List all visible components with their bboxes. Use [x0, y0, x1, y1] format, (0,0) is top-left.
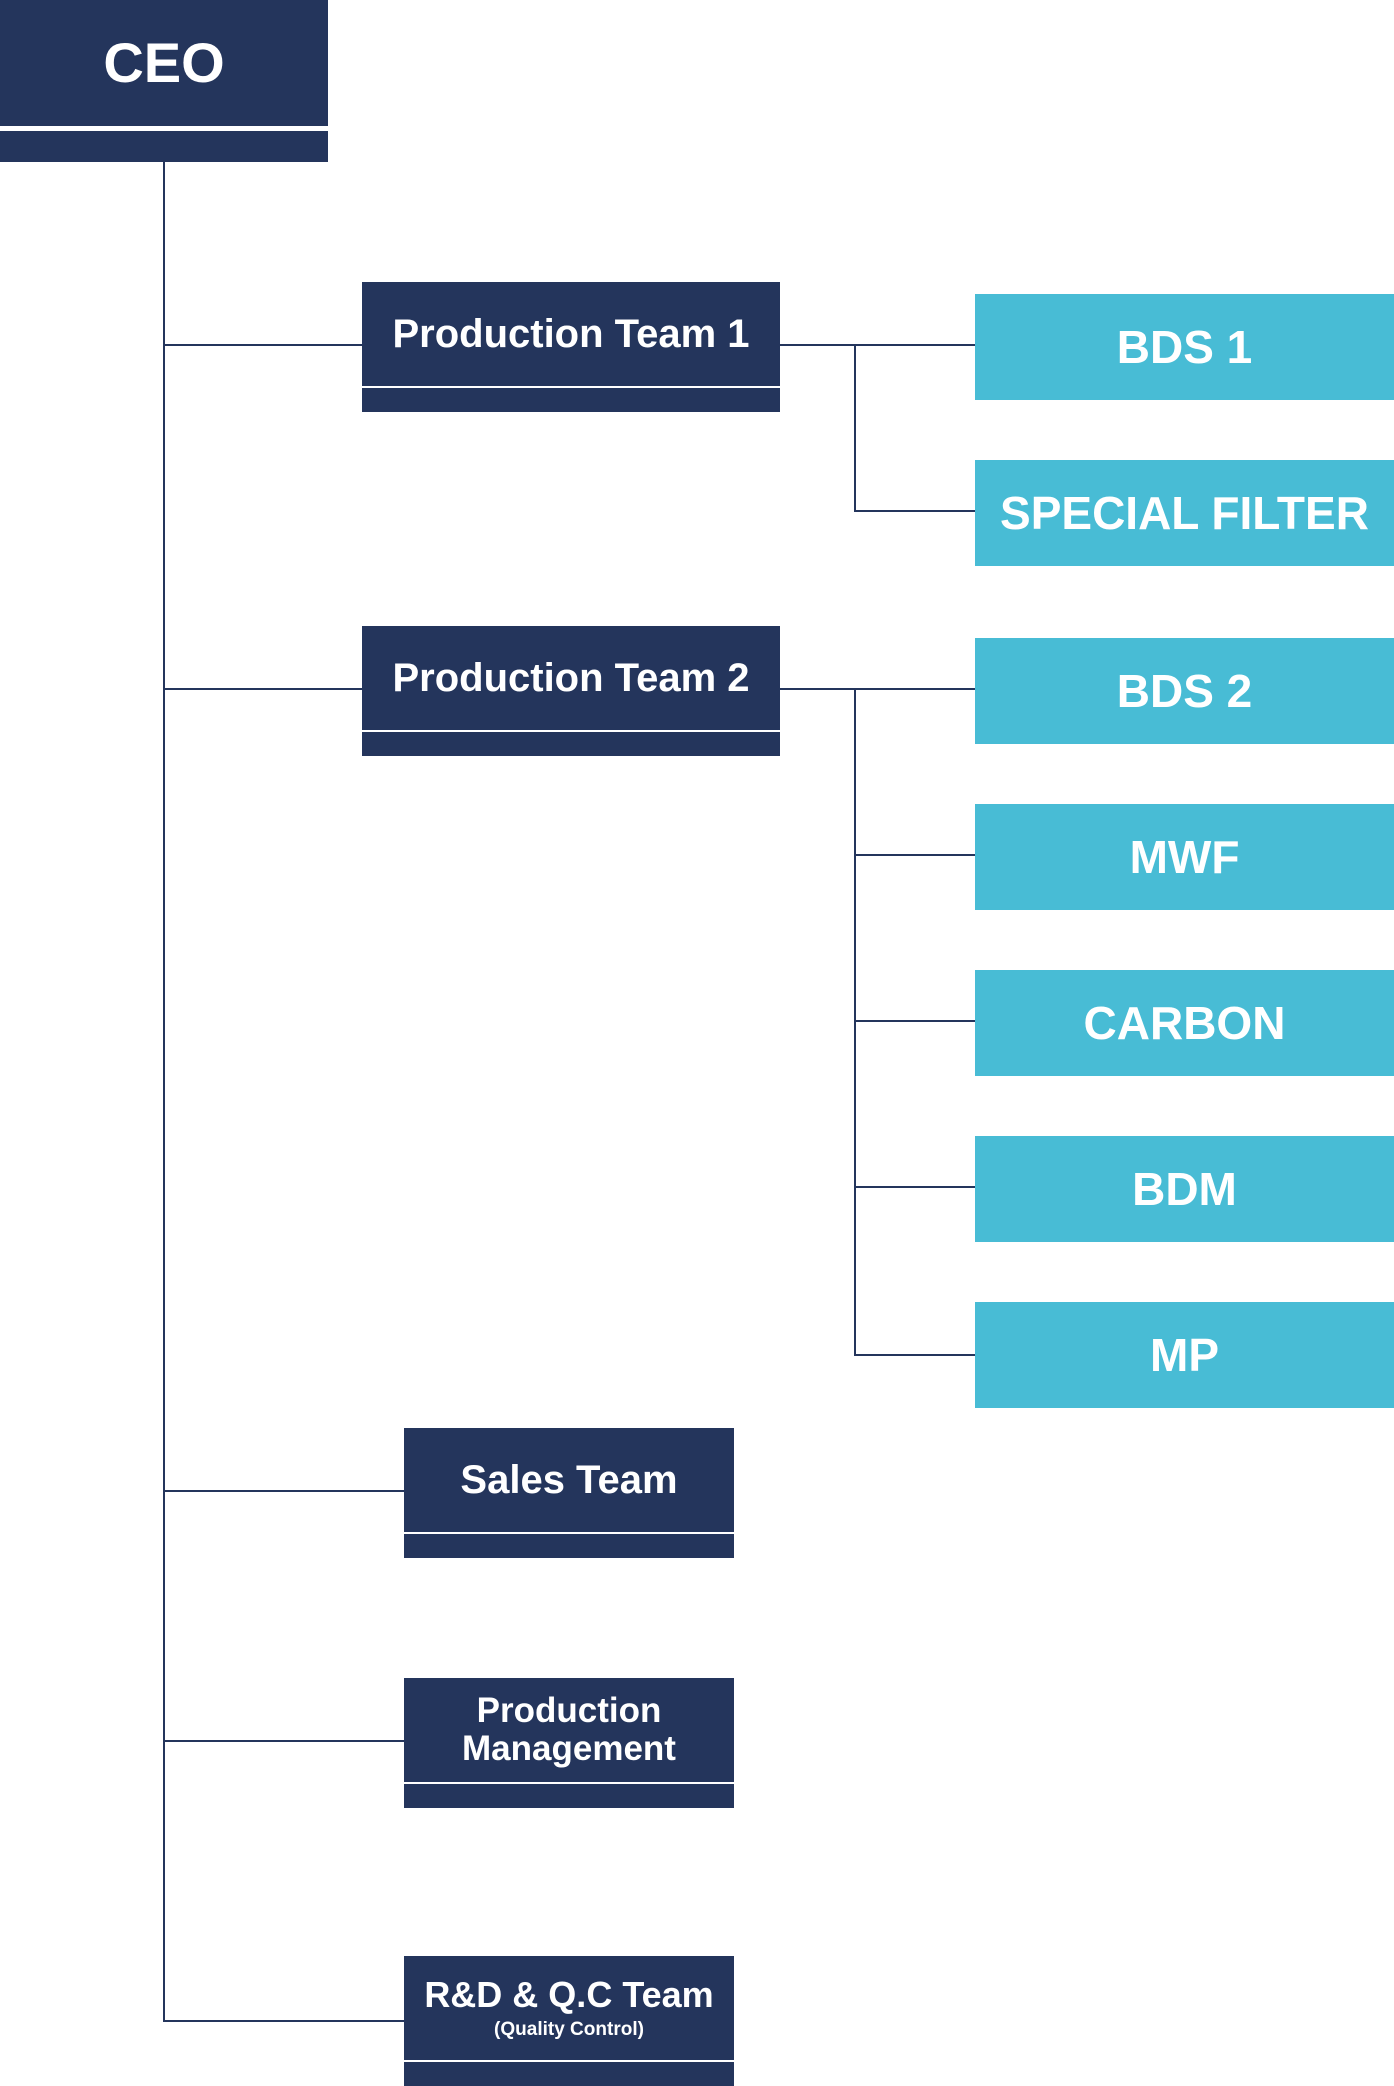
connector-mp	[854, 1354, 976, 1356]
unit-mwf-label: MWF	[1129, 831, 1240, 883]
team2-branch-line	[854, 688, 856, 1356]
team1-branch-line	[854, 344, 856, 512]
rnd-qc-team-box: R&D & Q.C Team (Quality Control)	[404, 1956, 734, 2086]
connector-bdm	[854, 1186, 976, 1188]
unit-bds-2: BDS 2	[975, 638, 1394, 744]
unit-bds-1-label: BDS 1	[1116, 321, 1253, 373]
unit-bds-1: BDS 1	[975, 294, 1394, 400]
production-team-2-box: Production Team 2	[362, 626, 780, 756]
connector-team1-out	[779, 344, 976, 346]
connector-carbon	[854, 1020, 976, 1022]
connector-rnd	[163, 2020, 405, 2022]
unit-mwf: MWF	[975, 804, 1394, 910]
production-management-box: Production Management	[404, 1678, 734, 1808]
connector-team2	[163, 688, 362, 690]
production-management-label-line2: Management	[462, 1729, 676, 1768]
connector-team2-out	[779, 688, 976, 690]
unit-special-filter: SPECIAL FILTER	[975, 460, 1394, 566]
connector-sales	[163, 1490, 405, 1492]
production-team-2-label: Production Team 2	[392, 656, 750, 700]
unit-carbon-label: CARBON	[1083, 997, 1286, 1049]
production-team-1-label: Production Team 1	[392, 312, 750, 356]
unit-bdm-label: BDM	[1132, 1163, 1237, 1215]
unit-carbon: CARBON	[975, 970, 1394, 1076]
ceo-trunk-line	[163, 160, 165, 2022]
connector-team1	[163, 344, 362, 346]
sales-team-label: Sales Team	[460, 1458, 678, 1502]
unit-mp-label: MP	[1150, 1329, 1219, 1381]
ceo-label: CEO	[103, 31, 225, 95]
unit-bdm: BDM	[975, 1136, 1394, 1242]
sales-team-box: Sales Team	[404, 1428, 734, 1558]
rnd-qc-team-label: R&D & Q.C Team	[424, 1973, 714, 2015]
unit-mp: MP	[975, 1302, 1394, 1408]
unit-bds-2-label: BDS 2	[1116, 665, 1253, 717]
connector-mwf	[854, 854, 976, 856]
production-team-1-box: Production Team 1	[362, 282, 780, 412]
production-management-label-line1: Production	[476, 1690, 662, 1730]
connector-special-filter	[854, 510, 976, 512]
unit-special-filter-label: SPECIAL FILTER	[1000, 487, 1369, 539]
connector-prod-mgmt	[163, 1740, 405, 1742]
rnd-qc-team-sublabel: (Quality Control)	[494, 2019, 644, 2041]
ceo-box: CEO	[0, 0, 328, 162]
